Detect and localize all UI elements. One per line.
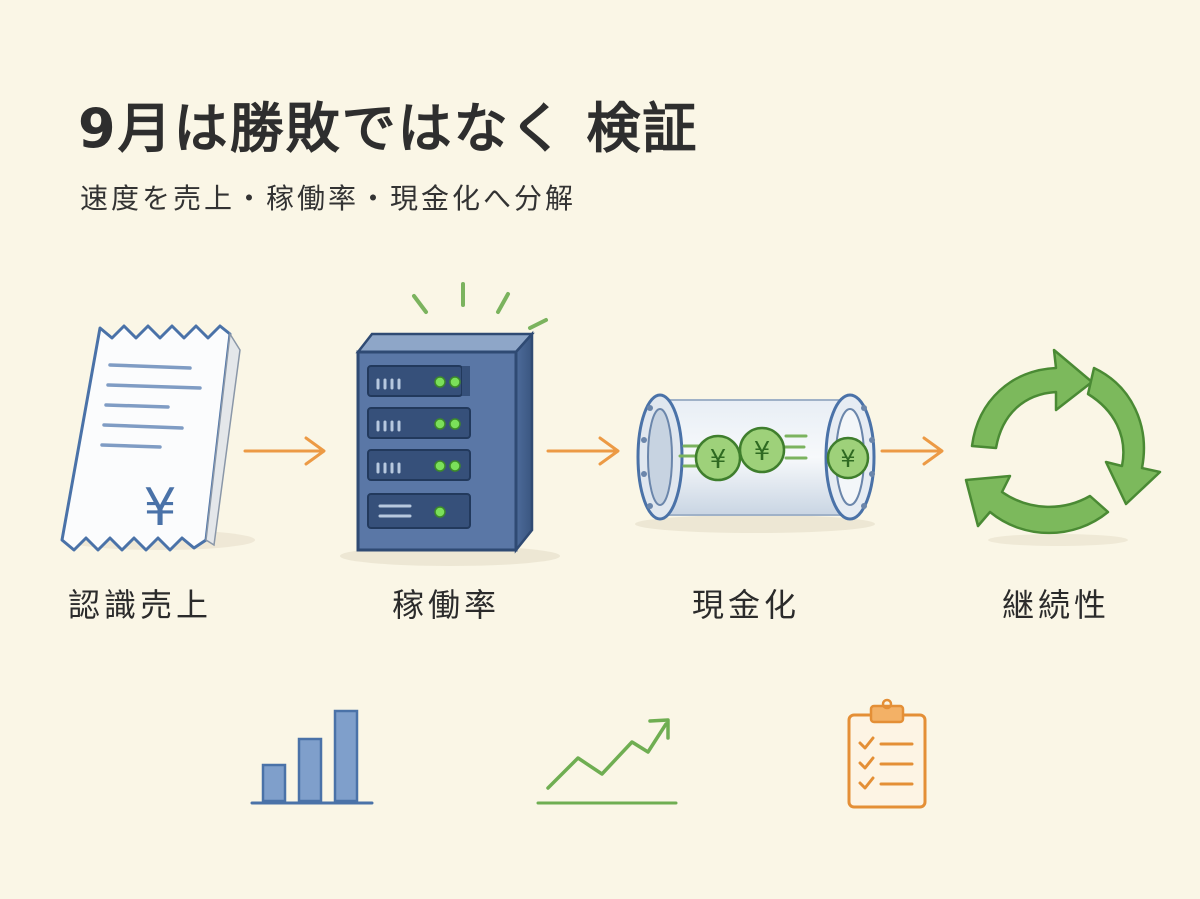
coin-2: ¥ (738, 426, 786, 474)
server-rack-units (367, 365, 471, 529)
step-label-recognized-sales: 認識売上 (67, 586, 212, 624)
server-icon (340, 282, 560, 566)
bar-chart-icon (250, 709, 374, 805)
arrow-server-to-cash (546, 436, 620, 466)
page-title: 9月は勝敗ではなく 検証 (78, 97, 699, 160)
receipt-yen-symbol: ¥ (143, 478, 176, 538)
page-subtitle: 速度を売上・稼働率・現金化へ分解 (80, 182, 577, 215)
coin-1: ¥ (694, 434, 742, 482)
arrow-cash-to-recycle (880, 436, 944, 466)
svg-text:¥: ¥ (754, 437, 771, 467)
server-status-leds (434, 376, 461, 518)
checklist-clipboard-icon (847, 698, 927, 809)
trend-up-icon (536, 718, 678, 805)
step-label-cash-conversion: 現金化 (691, 586, 800, 624)
cash-pipe-icon: ¥ ¥ ¥ (635, 393, 876, 533)
arrow-receipt-to-server (243, 436, 326, 466)
recycle-arrows-icon (964, 348, 1162, 535)
coin-3: ¥ (826, 436, 870, 480)
step-label-continuity: 継続性 (1001, 586, 1110, 624)
receipt-icon: ¥ (60, 324, 255, 552)
svg-text:¥: ¥ (840, 445, 855, 473)
step-label-utilization: 稼働率 (391, 586, 500, 624)
server-glow-lines (412, 282, 548, 330)
svg-text:¥: ¥ (710, 445, 727, 475)
